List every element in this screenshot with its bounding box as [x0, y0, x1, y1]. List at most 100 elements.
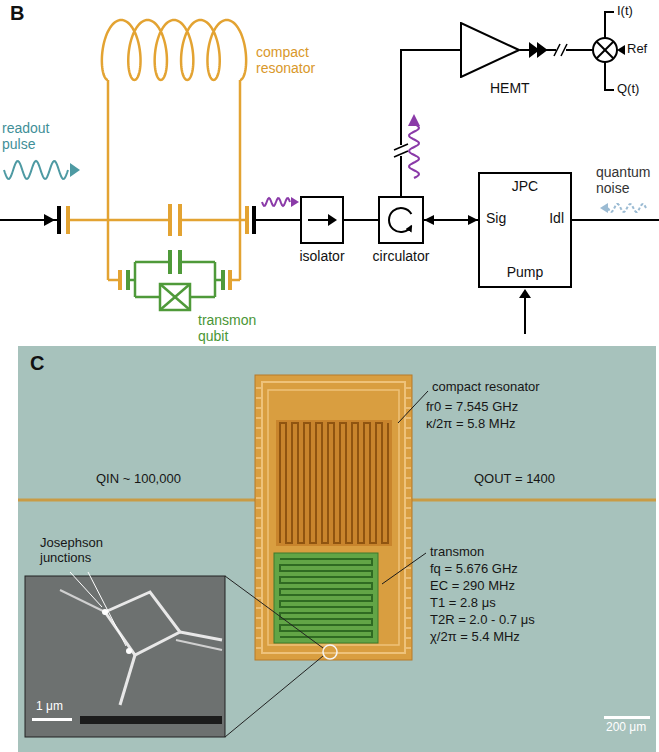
- circulator-symbol: [389, 208, 411, 232]
- chip-photo: [406, 567, 411, 569]
- chip-photo: [256, 527, 261, 529]
- chip-photo: [256, 647, 261, 649]
- chip-photo: [406, 547, 411, 549]
- transmon-circuit: [168, 250, 172, 274]
- input-line: [44, 214, 55, 226]
- hemt-output: [561, 44, 567, 56]
- signal-wave: [262, 198, 290, 206]
- chip-photo: [256, 507, 261, 509]
- resonator-circuit: [181, 219, 246, 222]
- chip-photo: [256, 597, 261, 599]
- chip-photo: [256, 427, 261, 429]
- sem-inset: [120, 655, 135, 705]
- resonator-circuit: [70, 219, 169, 222]
- chip-photo: [256, 557, 261, 559]
- resonator-circuit: [239, 80, 242, 280]
- chip-photo: [406, 557, 411, 559]
- resonator-circuit: [228, 270, 232, 290]
- break-mark: [394, 144, 408, 150]
- chip-photo: [406, 517, 411, 519]
- chip-photo: [256, 577, 261, 579]
- isolator-symbol: [328, 214, 337, 226]
- chip-photo: [268, 390, 399, 645]
- chip-photo: [256, 417, 261, 419]
- chip-photo: [406, 607, 411, 609]
- sem-inset: [180, 632, 222, 640]
- chip-photo: [406, 537, 411, 539]
- sem-inset: [80, 716, 222, 724]
- parameter-value: fr0 = 7.545 GHz: [426, 400, 518, 415]
- sem-inset: [32, 718, 72, 721]
- leader-line: [382, 553, 426, 584]
- chip-photo: [411, 499, 656, 502]
- chip-photo: [406, 497, 411, 499]
- signal-label: quantum noise: [596, 164, 656, 196]
- signal-line: [344, 219, 378, 221]
- transmon-circuit: [160, 284, 190, 310]
- chip-photo: [406, 437, 411, 439]
- output-line: [254, 206, 300, 234]
- signal-line: [401, 50, 460, 196]
- chip-photo: [256, 517, 261, 519]
- chip-photo: [256, 487, 261, 489]
- component-label: Josephson junctions: [40, 536, 124, 566]
- leader-line: [398, 391, 428, 423]
- parameter-value: χ/2π = 5.4 MHz: [430, 630, 520, 645]
- chip-photo: [256, 497, 261, 499]
- node-label: Sig: [486, 210, 506, 226]
- transmon-circuit: [221, 270, 225, 290]
- noise-wave: [600, 203, 608, 213]
- isolator-box: isolator: [300, 196, 344, 244]
- chip-photo: [280, 559, 372, 637]
- chip-photo: [256, 477, 261, 479]
- jpc-box: JPCSigIdlPump: [478, 172, 572, 288]
- component-label: transmon: [430, 545, 484, 560]
- chip-photo: [406, 407, 411, 409]
- signal-wave: [408, 114, 420, 126]
- chip-photo: [406, 427, 411, 429]
- mixer-symbol: [593, 12, 625, 90]
- resonator-circuit: [168, 204, 172, 236]
- transmon-circuit: [160, 284, 190, 310]
- transmon-circuit: [160, 284, 190, 310]
- chip-photo: [256, 607, 261, 609]
- panel-letter: B: [10, 2, 24, 25]
- resonator-circuit: [178, 204, 182, 236]
- node-label: HEMT: [490, 80, 530, 96]
- chip-photo: [406, 387, 411, 389]
- chip-photo: [262, 382, 405, 653]
- transmon-circuit: [190, 296, 215, 299]
- chip-photo: [18, 499, 256, 502]
- resonator-circuit: [107, 80, 110, 280]
- component-label: compact resonator: [256, 44, 336, 76]
- chip-photo: [280, 423, 388, 543]
- parameter-value: EC = 290 MHz: [430, 579, 515, 594]
- transmon-circuit: [215, 279, 222, 282]
- signal-wave: [262, 114, 420, 207]
- mixer-symbol: [597, 42, 614, 59]
- chip-photo: [406, 627, 411, 629]
- signal-line: [424, 219, 478, 221]
- sem-inset: [126, 648, 132, 654]
- circulator-box: circulator: [378, 196, 424, 244]
- chip-photo: [256, 407, 261, 409]
- chip-photo: [406, 527, 411, 529]
- signal-name: I(t): [617, 4, 633, 19]
- resonator-circuit: [245, 206, 249, 234]
- node-label: JPC: [512, 178, 538, 194]
- mixer-symbol: [617, 45, 625, 55]
- chip-photo: [323, 645, 337, 659]
- transmon-circuit: [128, 250, 223, 310]
- component-label: transmon qubit: [198, 312, 268, 344]
- chip-photo: [406, 467, 411, 469]
- chip-photo: [256, 637, 261, 639]
- chip-photo: [406, 397, 411, 399]
- hemt-amplifier: HEMT: [460, 22, 520, 78]
- scale-label: 200 μm: [606, 721, 646, 735]
- chip-photo: [406, 637, 411, 639]
- chip-photo: [406, 647, 411, 649]
- chip-photo: [256, 387, 261, 389]
- chip-photo: [406, 577, 411, 579]
